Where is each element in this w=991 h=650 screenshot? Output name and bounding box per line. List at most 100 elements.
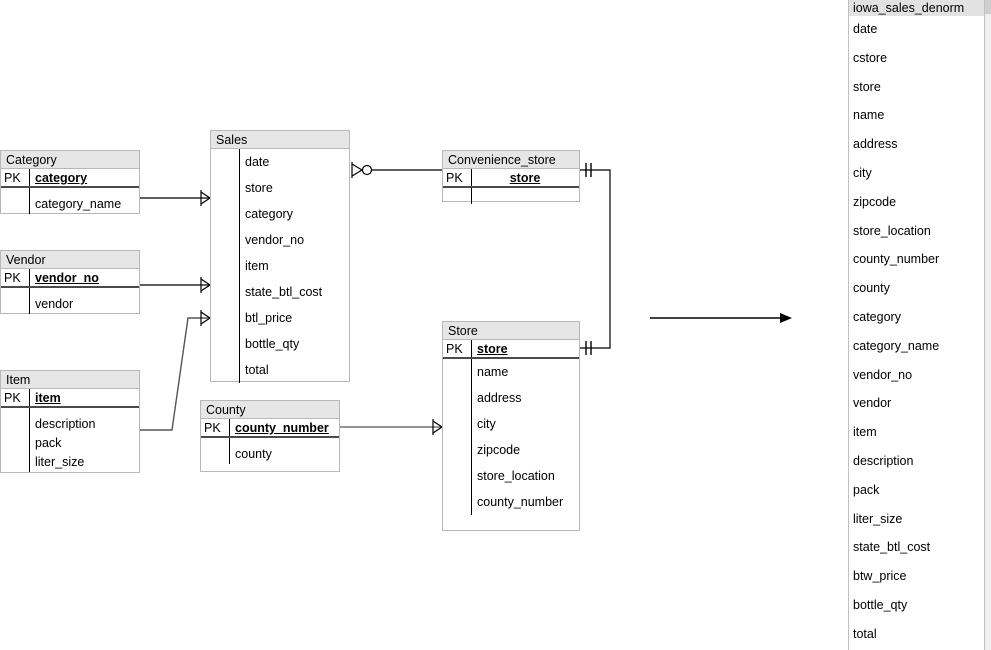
entity-vendor-body: PK vendor_no vendor [1,269,139,314]
attribute-row[interactable]: total [245,363,269,377]
entity-county-pk-field: county_number [235,421,329,435]
attribute-row[interactable]: state_btl_cost [245,285,323,299]
entity-category-pk-field: category [35,171,88,185]
field-row[interactable]: vendor_no [849,361,984,391]
denormalized-table-panel[interactable]: iowa_sales_denorm date cstore store name… [848,0,985,650]
field-row[interactable]: cstore [849,44,984,74]
field-row[interactable]: bottle_qty [849,591,984,621]
denormalized-table-title: iowa_sales_denorm [849,0,984,16]
er-diagram-canvas[interactable]: Category PK category category_name Vendo… [0,0,848,650]
denormalization-arrow-icon [650,313,792,323]
entity-convenience-store-title: Convenience_store [443,151,579,169]
attribute-row[interactable]: description [35,417,96,431]
field-row[interactable]: city [849,159,984,189]
edge-convenience-store-store [580,163,611,355]
entity-store-title: Store [443,322,579,340]
entity-vendor[interactable]: Vendor PK vendor_no vendor [0,250,140,314]
attribute-row[interactable]: liter_size [35,455,85,469]
denormalized-field-list: date cstore store name address city zipc… [849,16,984,650]
entity-item-pk-field: item [35,391,61,405]
entity-convenience-store-pk-field: store [509,171,541,185]
entity-county-pk-row[interactable]: PK county_number [201,419,339,438]
entity-store-pk-field: store [477,342,508,356]
entity-category-body: PK category category_name [1,169,139,214]
entity-sales[interactable]: Sales date store category vendor_no item… [210,130,350,383]
attribute-row[interactable]: county_number [477,495,564,509]
attribute-row[interactable]: pack [35,436,62,450]
edge-county-store [340,419,443,435]
field-row[interactable]: pack [849,476,984,506]
panel-scrollbar[interactable] [985,0,991,650]
attribute-row[interactable]: zipcode [477,443,521,457]
entity-item-attributes: description pack liter_size [1,415,139,472]
entity-sales-title: Sales [211,131,349,149]
field-row[interactable]: description [849,447,984,477]
attribute-row[interactable]: store_location [477,469,555,483]
attribute-row[interactable]: category_name [35,197,122,211]
field-row[interactable]: zipcode [849,188,984,218]
entity-vendor-pk-field: vendor_no [35,271,99,285]
attribute-row[interactable]: city [477,417,496,431]
field-row[interactable]: name [849,102,984,132]
entity-county-attributes: county [201,445,339,464]
entity-category-title: Category [1,151,139,169]
entity-category-pk-row[interactable]: PK category [1,169,139,188]
attribute-row[interactable]: btl_price [245,311,293,325]
attribute-row[interactable]: address [477,391,522,405]
field-row[interactable]: total [849,620,984,650]
attribute-row[interactable]: category [245,207,293,221]
entity-item-pk-row[interactable]: PK item [1,389,139,408]
edge-vendor-sales [140,277,211,293]
pk-label: PK [4,391,21,405]
attribute-row[interactable]: item [245,259,269,273]
field-row[interactable]: category [849,303,984,333]
entity-sales-attributes: date store category vendor_no item state… [211,149,349,383]
field-row[interactable]: county [849,275,984,304]
attribute-row[interactable]: bottle_qty [245,337,300,351]
attribute-row[interactable]: vendor [35,297,74,311]
field-row[interactable]: category_name [849,332,984,362]
entity-item[interactable]: Item PK item description pack liter_size [0,370,140,473]
attribute-row[interactable]: county [235,447,272,461]
entity-item-title: Item [1,371,139,389]
pk-label: PK [4,271,21,285]
field-row[interactable]: vendor [849,390,984,420]
attribute-row[interactable]: vendor_no [245,233,305,247]
entity-item-body: PK item description pack liter_size [1,389,139,472]
attribute-row[interactable]: name [477,365,509,379]
entity-convenience-store-body: PK store [443,169,579,204]
entity-convenience-store-empty-body [443,188,579,204]
field-row[interactable]: address [849,131,984,160]
field-row[interactable]: liter_size [849,505,984,535]
entity-county-body: PK county_number county [201,419,339,464]
entity-convenience-store[interactable]: Convenience_store PK store [442,150,580,204]
pk-label: PK [446,171,463,185]
field-row[interactable]: item [849,419,984,448]
pk-label: PK [4,171,21,185]
entity-category[interactable]: Category PK category category_name [0,150,140,214]
edge-sales-convenience-store [351,162,442,178]
field-row[interactable]: county_number [849,246,984,276]
attribute-row[interactable]: store [245,181,273,195]
entity-county[interactable]: County PK county_number county [200,400,340,472]
entity-store-body: PK store name address city zipcode store… [443,340,579,515]
entity-store[interactable]: Store PK store name address city zipcode… [442,321,580,531]
entity-vendor-pk-row[interactable]: PK vendor_no [1,269,139,288]
edge-category-sales [140,190,211,206]
entity-store-attributes: name address city zipcode store_location… [443,359,579,515]
entity-convenience-store-pk-row[interactable]: PK store [443,169,579,188]
entity-vendor-title: Vendor [1,251,139,269]
attribute-row[interactable]: date [245,155,270,169]
pk-label: PK [204,421,221,435]
entity-sales-body: date store category vendor_no item state… [211,149,349,383]
field-row[interactable]: date [849,16,984,45]
field-row[interactable]: store [849,73,984,103]
entity-vendor-attributes: vendor [1,295,139,314]
entity-county-title: County [201,401,339,419]
field-row[interactable]: state_btl_cost [849,534,984,564]
entity-category-attributes: category_name [1,195,139,214]
field-row[interactable]: btw_price [849,563,984,592]
entity-store-pk-row[interactable]: PK store [443,340,579,359]
panel-scrollbar-thumb[interactable] [985,0,991,14]
field-row[interactable]: store_location [849,217,984,247]
